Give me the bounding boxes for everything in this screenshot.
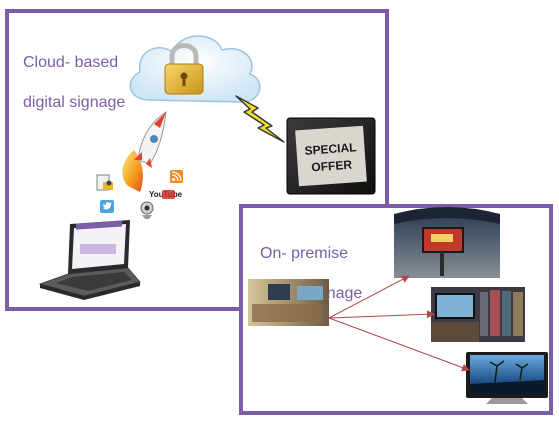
store-interior-photo: [248, 279, 329, 326]
cloud-signage-title: Cloud- based digital signage: [23, 33, 125, 113]
rss-icon: [170, 170, 183, 183]
distribution-arrows: [328, 275, 470, 372]
special-offer-line2: OFFER: [311, 158, 353, 175]
document-share-icon: [96, 174, 113, 191]
youtube-icon: YouTube: [149, 190, 183, 199]
special-offer-screen: SPECIAL OFFER: [286, 117, 376, 195]
flat-screen-tv: [466, 352, 548, 404]
cloud-title-line1: Cloud- based: [23, 54, 119, 71]
clothing-store-photo: [431, 287, 525, 342]
arrow-to-clothing-store: [328, 310, 435, 319]
lightning-bolt-icon: [235, 95, 285, 143]
cloud-title-line2: digital signage: [23, 94, 126, 111]
arrow-to-tv: [328, 317, 470, 372]
arrow-to-shelter: [328, 275, 410, 319]
transit-shelter-photo: [394, 207, 500, 278]
onprem-title-line1: On- premise: [260, 245, 349, 262]
twitter-icon: [100, 200, 114, 213]
rocket-icon: [122, 111, 167, 192]
laptop-icon: [38, 220, 141, 300]
padlock-icon: [164, 43, 204, 95]
special-offer-line1: SPECIAL: [304, 140, 357, 158]
webcam-icon: [140, 201, 154, 219]
